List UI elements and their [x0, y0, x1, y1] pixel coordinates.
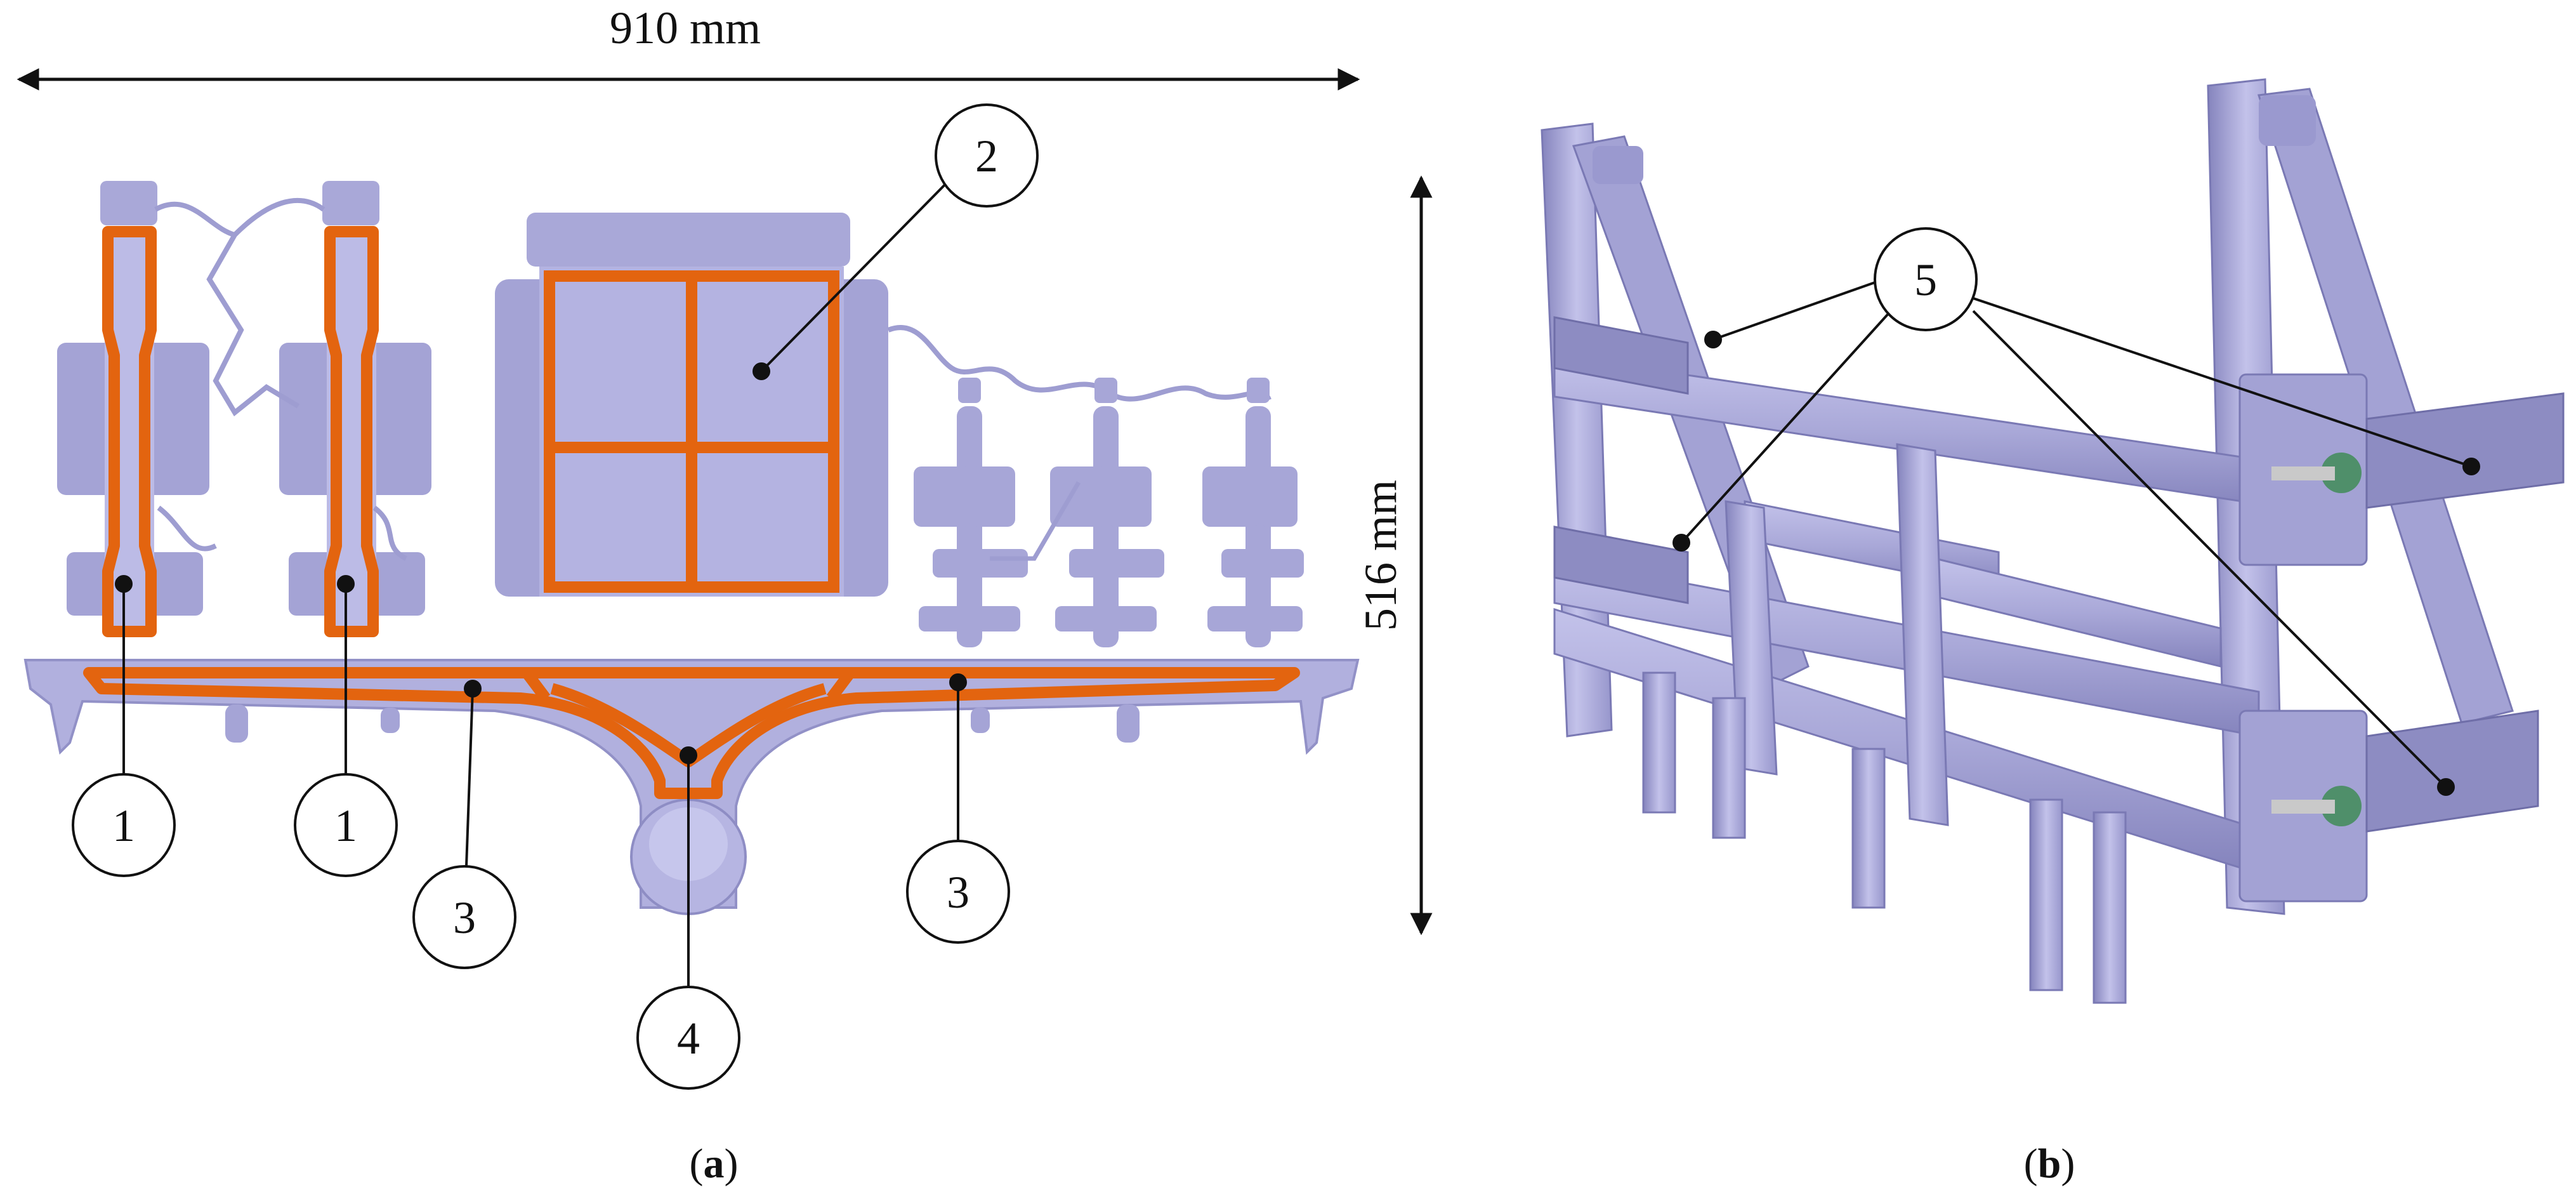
callout-1-right: [294, 773, 398, 877]
callout-3-right-label: 3: [947, 867, 969, 918]
width-dimension-label: 910 mm: [610, 3, 761, 53]
caption-b: (b): [2024, 1141, 2075, 1187]
callout-5: [1874, 227, 1978, 331]
rail-feet: [225, 704, 1140, 743]
callout-4: [636, 986, 740, 1090]
height-dimension-label: 516 mm: [1355, 480, 1406, 631]
callout-3-left: [412, 865, 516, 969]
callout-5-label: 5: [1914, 255, 1937, 305]
panel-b-drawing: [1541, 78, 2565, 1004]
callout-3-left-label: 3: [453, 892, 476, 943]
dimensions: 910 mm 516 mm: [16, 3, 1433, 936]
plate-part: [495, 213, 888, 597]
callouts-panel-a: [72, 103, 1039, 1090]
caption-a: (a): [690, 1141, 739, 1187]
callout-1-left-label: 1: [112, 800, 135, 851]
specimen-fixture-left: [57, 181, 209, 637]
callout-2-label: 2: [975, 131, 998, 182]
panel-a-drawing: [23, 181, 1360, 915]
specimen-fixture-right: [279, 181, 431, 637]
sensor-cable-right: [887, 325, 1272, 402]
base-rail: [23, 659, 1360, 909]
sensor-cable-left: [154, 198, 407, 561]
callout-1-left: [72, 773, 176, 877]
callout-1-right-label: 1: [334, 800, 357, 851]
callout-3-right: [906, 840, 1010, 944]
callout-2: [935, 103, 1039, 208]
callouts-panel-b: [1672, 227, 2480, 796]
callout-4-label: 4: [677, 1013, 700, 1064]
small-specimens: [914, 378, 1304, 647]
